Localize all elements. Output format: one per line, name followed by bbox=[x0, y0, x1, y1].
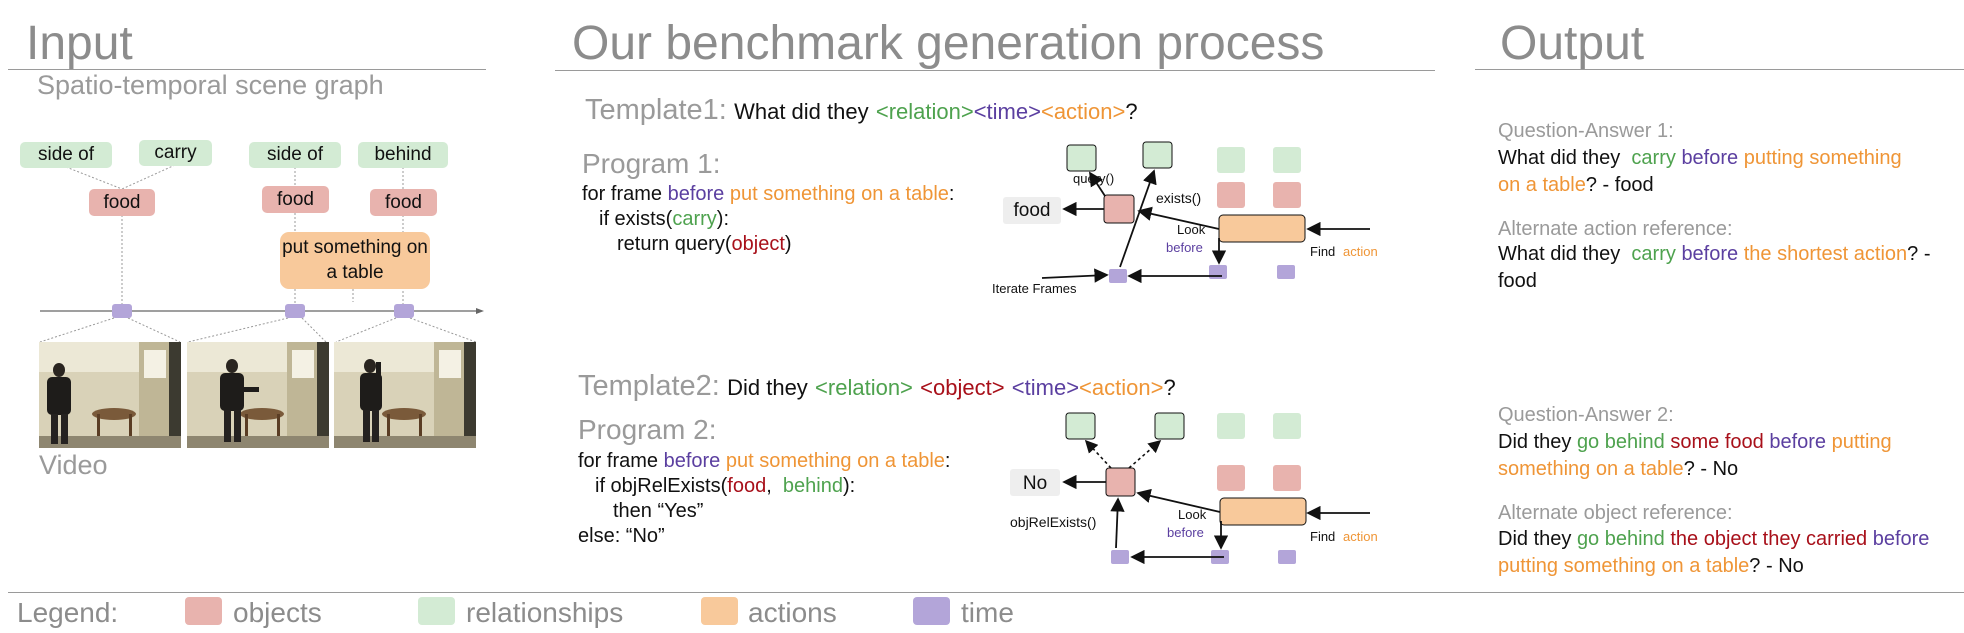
objrelexists-fn-label: objRelExists() bbox=[1010, 514, 1096, 530]
qa2-text: Did they go behind some food before putt… bbox=[1498, 431, 1892, 480]
iterate-frames-label: Iterate Frames bbox=[992, 281, 1077, 296]
template2: Template2: Did they <relation> <object> … bbox=[578, 370, 1176, 402]
relation-node: behind bbox=[358, 142, 448, 168]
program1-code: for frame before put something on a tabl… bbox=[582, 183, 955, 255]
output-header: Output bbox=[1500, 17, 1645, 70]
qa1-text: What did they carry before putting somet… bbox=[1498, 147, 1902, 196]
object-node: food bbox=[262, 186, 329, 213]
video-label: Video bbox=[39, 450, 108, 480]
program1-diagram: query() exists() food Look before Find a… bbox=[992, 141, 1378, 296]
find-action-label: action bbox=[1343, 244, 1378, 259]
output-header-rule bbox=[1475, 69, 1964, 70]
query-fn-label: query() bbox=[1073, 171, 1114, 186]
object-node: food bbox=[89, 189, 155, 216]
legend-actions-label: actions bbox=[748, 597, 837, 628]
alt-object-label: Alternate object reference: bbox=[1498, 502, 1733, 524]
relation-node: carry bbox=[139, 140, 212, 166]
query-result: food bbox=[1014, 200, 1051, 221]
legend-relationships-swatch bbox=[418, 597, 455, 625]
alt-action-label: Alternate action reference: bbox=[1498, 218, 1733, 240]
time-node bbox=[285, 304, 305, 318]
legend-actions-swatch bbox=[701, 597, 738, 625]
legend-time-swatch bbox=[913, 597, 950, 625]
input-header-rule bbox=[8, 69, 486, 70]
time-node bbox=[394, 304, 414, 318]
relation-node: side of bbox=[249, 142, 341, 168]
process-header: Our benchmark generation process bbox=[572, 17, 1325, 70]
program2-code: for frame before put something on a tabl… bbox=[578, 450, 951, 547]
find-label: Find bbox=[1310, 529, 1335, 544]
find-action-label: action bbox=[1343, 529, 1378, 544]
alt-action-text: What did they carry before the shortest … bbox=[1498, 243, 1931, 292]
legend-rule bbox=[8, 592, 1964, 593]
input-header: Input bbox=[26, 17, 133, 70]
qa1-label: Question-Answer 1: bbox=[1498, 120, 1674, 142]
relation-node: side of bbox=[20, 142, 112, 168]
objrel-result: No bbox=[1023, 473, 1047, 494]
template1-label: Template1: bbox=[585, 94, 727, 126]
qa2-label: Question-Answer 2: bbox=[1498, 404, 1674, 426]
scene-graph-label: Spatio-temporal scene graph bbox=[37, 70, 384, 100]
look-label: Look bbox=[1177, 222, 1206, 237]
program2-title: Program 2: bbox=[578, 414, 717, 445]
alt-object-text: Did they go behind the object they carri… bbox=[1498, 528, 1930, 577]
video-frame bbox=[187, 342, 329, 448]
legend-objects-swatch bbox=[185, 597, 222, 625]
look-label: Look bbox=[1178, 507, 1207, 522]
template1: Template1: What did they <relation><time… bbox=[585, 94, 1138, 126]
video-frame bbox=[39, 342, 181, 448]
scene-graph-links bbox=[39, 164, 484, 343]
legend-relationships-label: relationships bbox=[466, 597, 624, 628]
video-frame bbox=[334, 342, 476, 448]
look-before-label: before bbox=[1167, 525, 1204, 540]
template2-label: Template2: bbox=[578, 370, 720, 402]
find-label: Find bbox=[1310, 244, 1335, 259]
exists-fn-label: exists() bbox=[1156, 190, 1201, 206]
legend-time-label: time bbox=[961, 597, 1014, 628]
program1-title: Program 1: bbox=[582, 148, 721, 179]
object-node: food bbox=[370, 189, 437, 216]
action-node: put something on a table bbox=[280, 232, 430, 289]
legend-label: Legend: bbox=[17, 597, 119, 628]
process-header-rule bbox=[555, 70, 1435, 71]
program2-diagram: No objRelExists() Look before Find actio… bbox=[1010, 412, 1378, 565]
time-node bbox=[112, 304, 132, 318]
legend-objects-label: objects bbox=[233, 597, 322, 628]
look-before-label: before bbox=[1166, 240, 1203, 255]
